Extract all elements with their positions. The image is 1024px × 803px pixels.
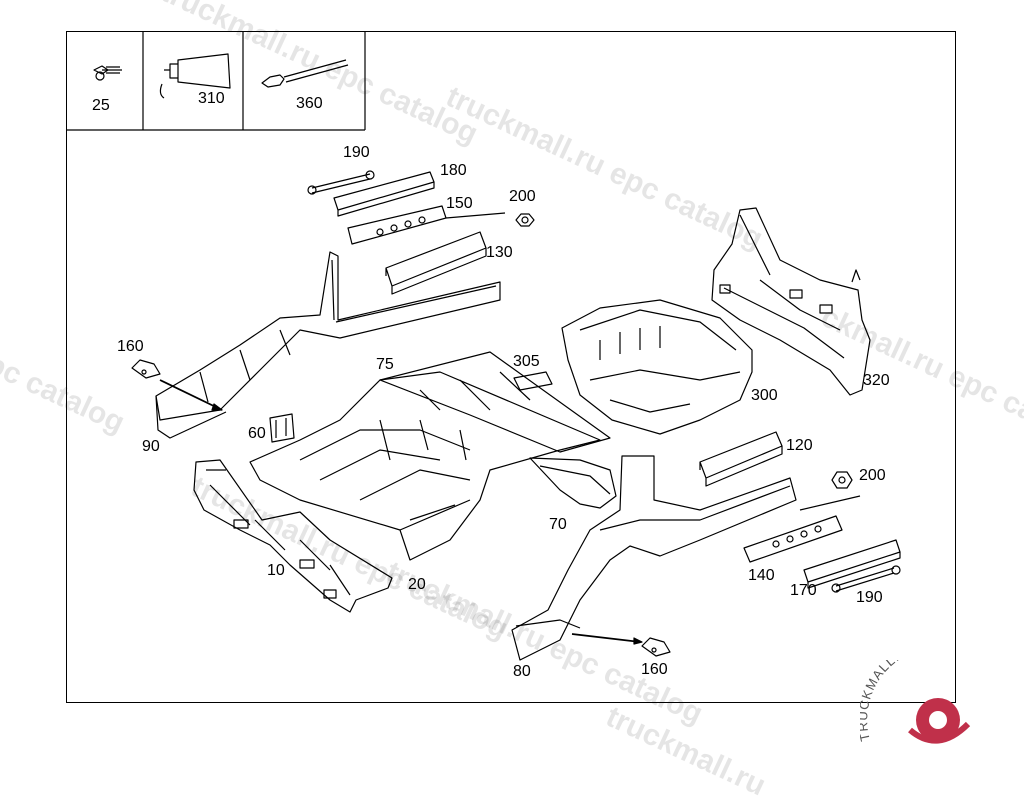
part-label: 360 [296,95,323,112]
screw-25 [93,65,122,81]
part-label: 75 [376,356,394,373]
part-label: 25 [92,97,110,114]
rail-170 [803,539,901,589]
part-label: 60 [248,425,266,442]
rear-side-panel-320 [711,207,871,396]
pad-305 [513,371,553,391]
part-label: 150 [446,195,473,212]
part-label: 160 [641,661,668,678]
bracket-60 [269,413,295,443]
rear-panel-10 [193,459,393,613]
floor-pan-20 [249,371,601,561]
wheel-arch-70 [529,457,617,509]
diagram-frame [66,31,956,703]
part-label: 90 [142,438,160,455]
part-label: 140 [748,567,775,584]
part-label: 190 [856,589,883,606]
part-label: 200 [509,188,536,205]
part-label: 305 [513,353,540,370]
plate-150 [347,205,506,245]
legend-boxes [66,31,366,131]
part-label: 160 [117,338,144,355]
part-label: 320 [863,372,890,389]
nut-200-top [515,213,535,227]
spare-wheel-well-300 [561,299,753,435]
side-member-90 [155,251,501,439]
part-label: 170 [790,582,817,599]
part-label: 20 [408,576,426,593]
rail-180 [333,171,435,217]
rod-190-top [307,170,375,195]
part-label: 120 [786,437,813,454]
cross-member-75 [379,351,611,453]
nut-200-right [831,471,853,489]
part-label: 200 [859,467,886,484]
channel-130 [385,231,487,295]
clip-160-right [641,637,671,657]
part-label: 190 [343,144,370,161]
part-label: 130 [486,244,513,261]
bolt-360 [261,59,349,88]
side-member-80 [511,455,797,661]
part-label: 300 [751,387,778,404]
parts-diagram [66,31,901,661]
part-label: 310 [198,90,225,107]
part-label: 80 [513,663,531,680]
part-label: 10 [267,562,285,579]
part-label: 180 [440,162,467,179]
rod-190-bottom [831,565,901,593]
sealant-tube-310 [159,53,231,99]
clip-160-left [131,359,161,379]
plate-140 [743,495,861,563]
part-label: 70 [549,516,567,533]
truckmallparts-logo: TRUCKMALLPARTS [860,660,971,744]
channel-120 [699,431,783,487]
